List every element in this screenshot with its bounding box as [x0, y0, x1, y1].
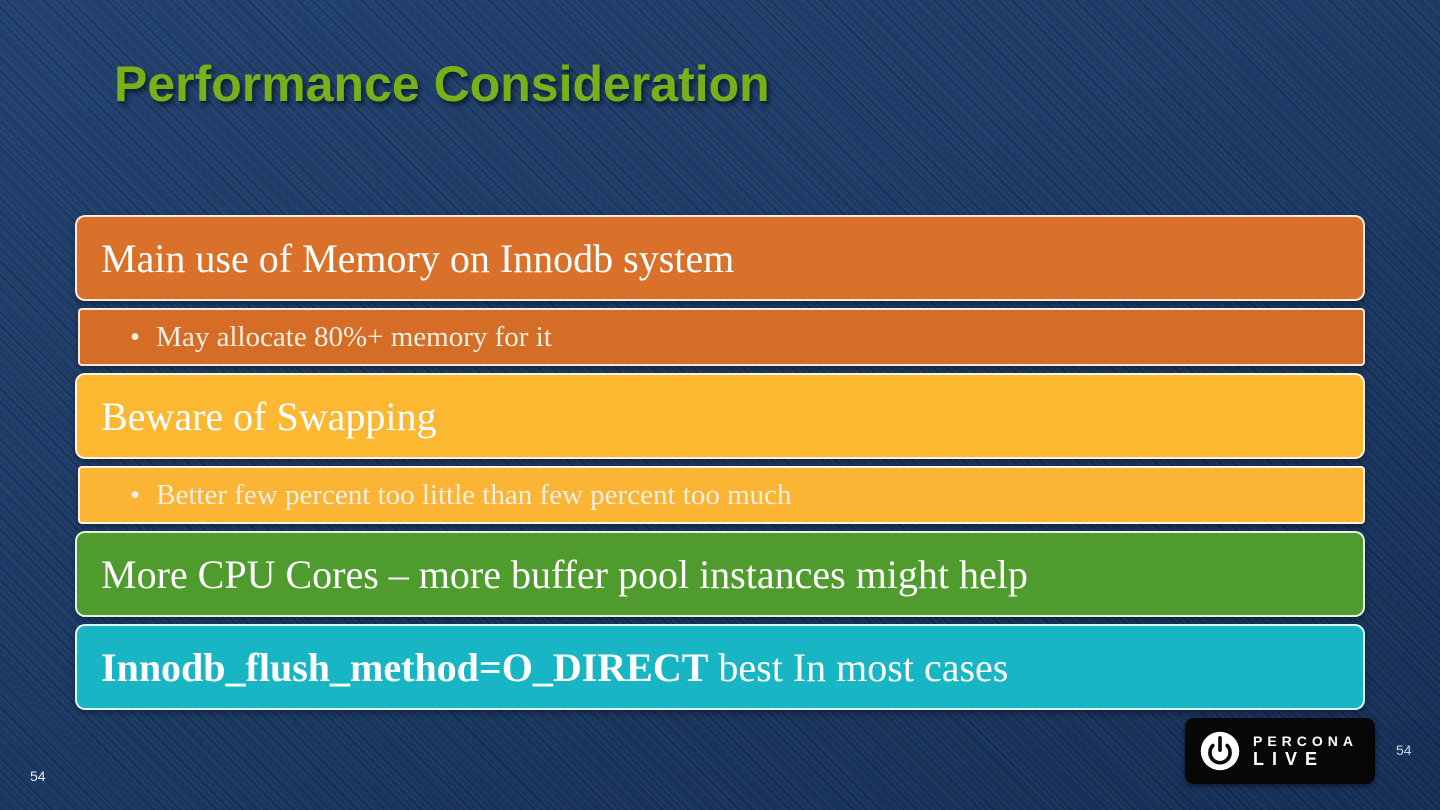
- logo-brand-sub: LIVE: [1253, 748, 1326, 769]
- power-icon: [1200, 731, 1240, 771]
- bullet-icon: •: [130, 320, 141, 353]
- logo-wordmark: PERCONA LIVE: [1253, 733, 1358, 770]
- list-item-header-flush-method: Innodb_flush_method=O_DIRECT best In mos…: [75, 624, 1365, 710]
- bar-text-rest: best In most cases: [708, 644, 1009, 690]
- bar-text: May allocate 80%+ memory for it: [156, 320, 552, 353]
- stacked-list-diagram: Main use of Memory on Innodb system • Ma…: [75, 215, 1365, 710]
- bar-text: Beware of Swapping: [101, 393, 437, 439]
- list-item-header-swapping: Beware of Swapping: [75, 373, 1365, 459]
- bar-text: Main use of Memory on Innodb system: [101, 235, 735, 281]
- page-number-left: 54: [30, 768, 46, 784]
- bullet-icon: •: [130, 478, 141, 511]
- list-item-header-memory: Main use of Memory on Innodb system: [75, 215, 1365, 301]
- list-item-header-cpu-cores: More CPU Cores – more buffer pool instan…: [75, 531, 1365, 617]
- percona-live-logo: PERCONA LIVE: [1185, 718, 1375, 784]
- bar-text-bold: Innodb_flush_method=O_DIRECT: [101, 644, 709, 690]
- bar-text: Better few percent too little than few p…: [156, 478, 792, 511]
- list-item-sub-swapping: • Better few percent too little than few…: [78, 466, 1365, 524]
- logo-brand-name: PERCONA: [1253, 732, 1359, 749]
- page-number-right: 54: [1396, 742, 1412, 758]
- bar-text: More CPU Cores – more buffer pool instan…: [101, 551, 1028, 597]
- list-item-sub-memory: • May allocate 80%+ memory for it: [78, 308, 1365, 366]
- bar-text: Innodb_flush_method=O_DIRECT best In mos…: [101, 644, 1008, 691]
- page-title: Performance Consideration: [114, 56, 770, 112]
